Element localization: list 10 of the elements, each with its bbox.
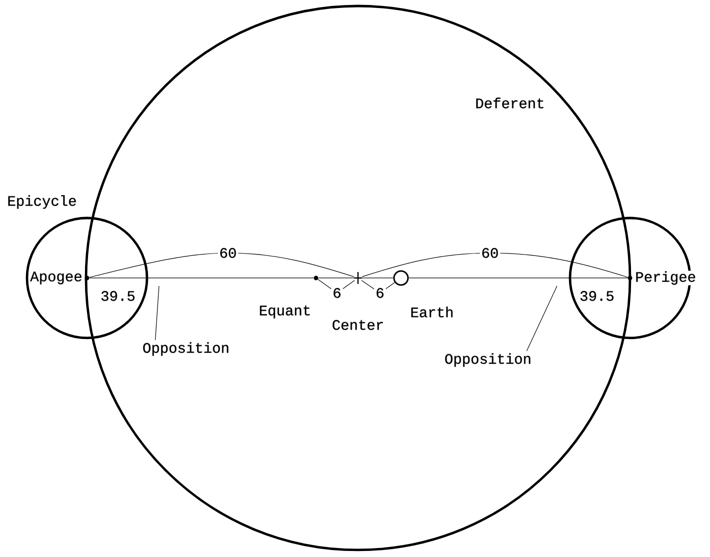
leader-line [526, 286, 558, 352]
distance-line [89, 252, 354, 278]
node-label: Epicycle [8, 195, 76, 209]
distance-line [362, 252, 628, 278]
leader-line [155, 286, 160, 340]
orbit-label: Opposition [445, 353, 530, 367]
measure-label: 39.5 [580, 291, 614, 301]
node-label: Earth [411, 306, 452, 318]
measure-label: 39.5 [102, 291, 134, 301]
orbit-label: Opposition [143, 342, 228, 356]
